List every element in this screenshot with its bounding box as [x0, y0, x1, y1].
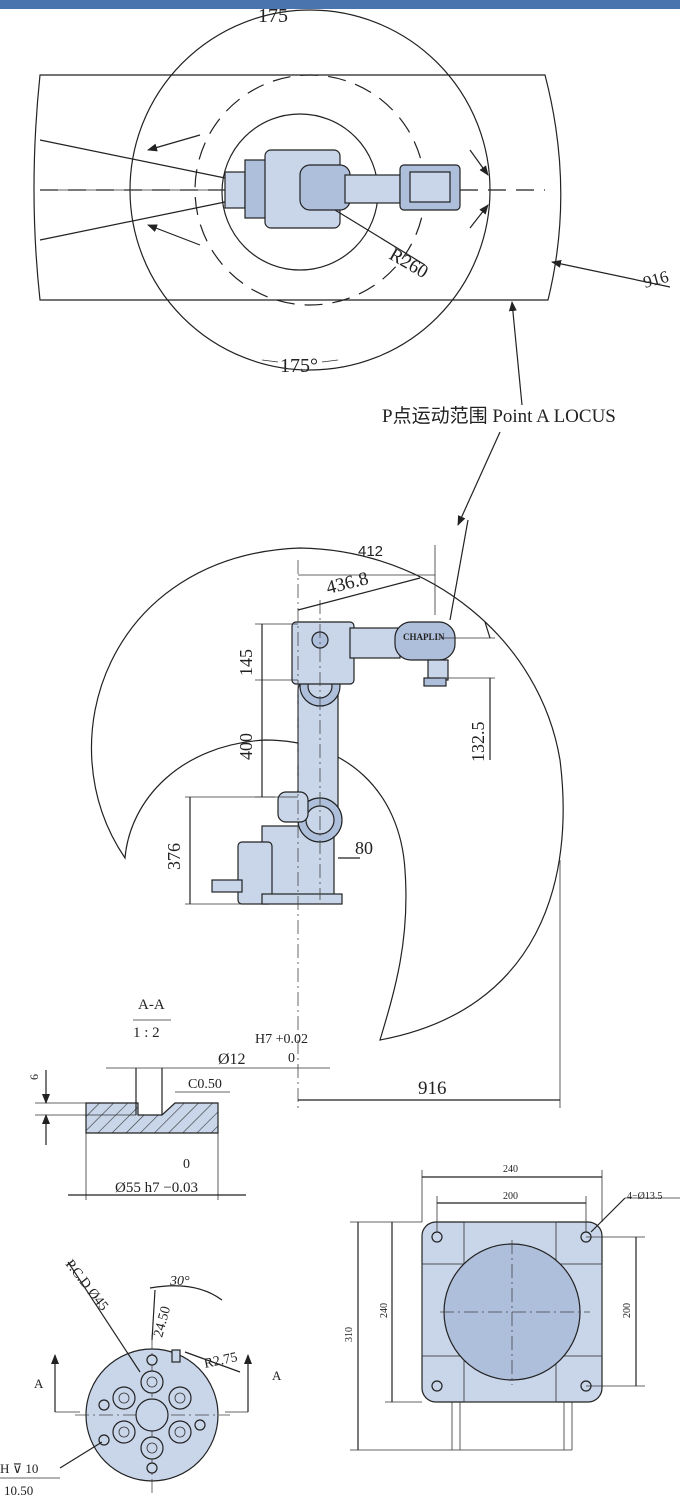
- hole-tolerance-lower: 0: [288, 1051, 295, 1066]
- base-view: [350, 1170, 680, 1451]
- chamfer-label: C0.50: [188, 1077, 222, 1092]
- brand-label: CHAPLIN: [403, 632, 445, 642]
- dim-10-50: 10.50: [4, 1483, 33, 1498]
- hole-diameter: Ø12: [218, 1051, 246, 1068]
- top-angle-label: 175: [258, 5, 288, 27]
- dim-436: 436.8: [324, 568, 371, 599]
- locus-label: P点运动范围 Point A LOCUS: [382, 405, 616, 427]
- dim-24-50: 24.50: [151, 1305, 174, 1339]
- pcd-label: P.C.D Ø45: [62, 1257, 111, 1314]
- base-height-inner: 200: [622, 1303, 633, 1318]
- radius-2-75: R2.75: [203, 1350, 239, 1372]
- depth-label: 6: [27, 1074, 41, 1080]
- section-title: A-A: [138, 997, 165, 1013]
- shaft-diameter: Ø55 h7 −0.03: [115, 1180, 198, 1196]
- side-view: [91, 519, 564, 1108]
- dim-80: 80: [355, 838, 373, 858]
- section-a-a: [35, 1019, 330, 1200]
- section-marker-left: A: [34, 1376, 44, 1391]
- base-width-inner: 200: [503, 1191, 518, 1202]
- dim-145: 145: [236, 649, 256, 676]
- base-height-outer: 240: [379, 1303, 390, 1318]
- dim-412: 412: [358, 543, 383, 560]
- flange-view: [0, 1261, 252, 1495]
- shaft-tolerance-upper: 0: [183, 1157, 190, 1172]
- dim-132: 132.5: [468, 722, 488, 763]
- base-width-outer: 240: [503, 1164, 518, 1175]
- hole-tolerance-upper: H7 +0.02: [255, 1032, 308, 1047]
- base-height-total: 310: [344, 1327, 355, 1342]
- hole-depth-label: H ⊽ 10: [0, 1461, 38, 1476]
- top-view: [33, 9, 671, 526]
- bolt-holes-label: 4−Ø13.5: [627, 1191, 662, 1202]
- top-reach-label: 916: [641, 267, 671, 292]
- bottom-angle-label: 175°: [280, 355, 318, 377]
- window-title-bar: [0, 0, 680, 9]
- dim-376: 376: [164, 843, 184, 870]
- section-marker-right: A: [272, 1368, 282, 1383]
- section-scale: 1 : 2: [133, 1025, 160, 1041]
- dim-400: 400: [236, 733, 256, 760]
- side-reach-label: 916: [418, 1078, 447, 1099]
- angle-30-label: 30°: [169, 1274, 190, 1289]
